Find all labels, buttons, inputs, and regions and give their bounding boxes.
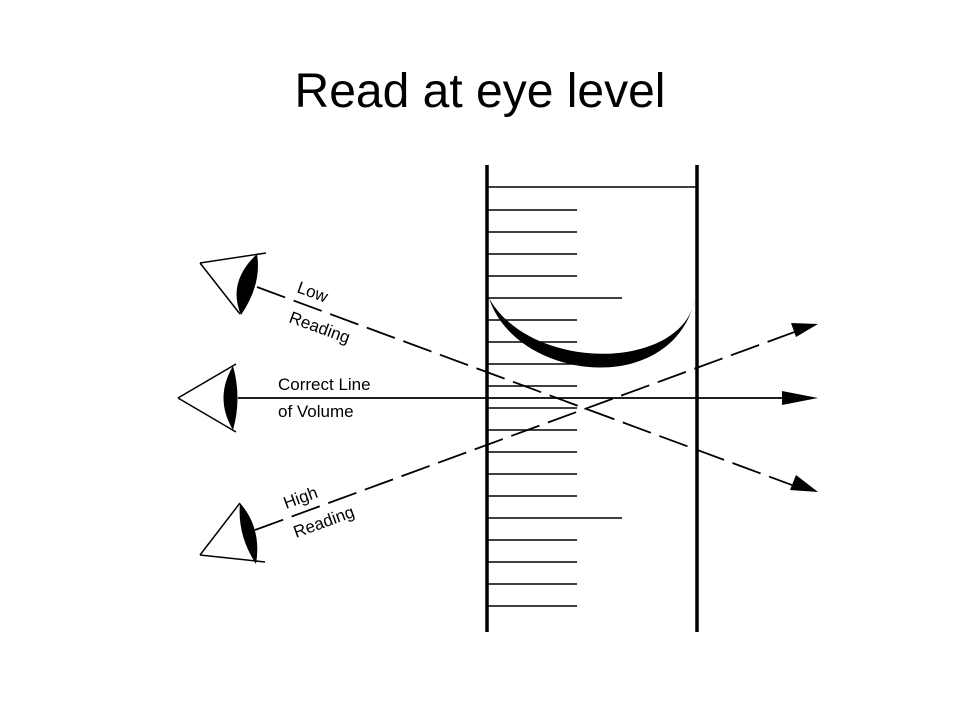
meniscus — [489, 298, 695, 368]
low-reading-label-line2: Reading — [287, 308, 353, 348]
eye-icon — [199, 502, 266, 564]
arrowhead-icon — [791, 323, 818, 337]
correct-line-label-line1: Correct Line — [278, 375, 371, 394]
graduation-marks — [487, 186, 697, 607]
eye-icon — [199, 252, 267, 315]
correct-line-label-line2: of Volume — [278, 402, 354, 421]
arrowhead-icon — [782, 391, 818, 405]
low-reading-sight-line — [256, 286, 801, 489]
eye-icon — [177, 363, 238, 433]
slide-title: Read at eye level — [294, 65, 666, 118]
high-reading-label-line2: Reading — [291, 502, 357, 542]
high-reading-sight-line — [254, 329, 801, 531]
arrowhead-icon — [790, 475, 818, 492]
